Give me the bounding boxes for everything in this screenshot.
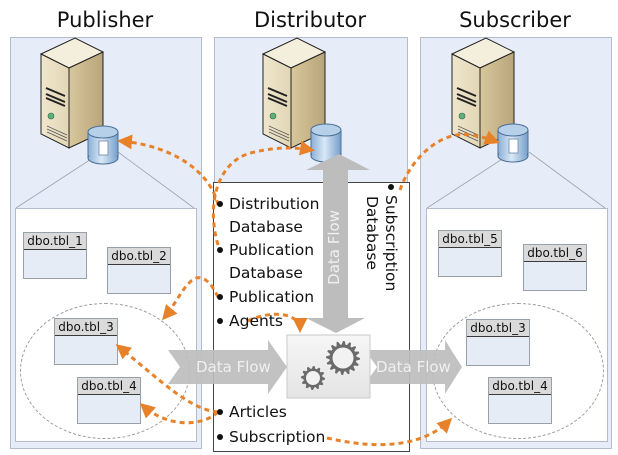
bullet-icon: [217, 246, 223, 253]
large-gear-hole: [332, 347, 354, 369]
arrow-publication-db-to-distributor-db: [211, 140, 315, 246]
table-name: dbo.tbl_4: [489, 378, 551, 395]
bullet-icon: [217, 433, 223, 440]
subscriber-title: Subscriber: [459, 8, 571, 32]
table-name: dbo.tbl_4: [78, 378, 140, 395]
table-name: dbo.tbl_3: [55, 319, 117, 336]
gears-icon: [301, 341, 360, 390]
item-publication-database-cont: Database: [229, 264, 303, 282]
item-publication: Publication: [217, 288, 314, 306]
agents-gear-box: [286, 334, 371, 399]
distributor-components-box: [213, 182, 410, 452]
table-name: dbo.tbl_5: [439, 231, 501, 248]
arrow-subscription-to-subscriber-group: [326, 417, 453, 447]
left-flow-label: Data Flow: [196, 358, 271, 376]
subscriber-table-4[interactable]: dbo.tbl_4: [488, 377, 552, 424]
bullet-icon: [217, 293, 223, 300]
item-publication-database: Publication: [217, 241, 314, 259]
item-articles: Articles: [217, 403, 287, 421]
small-gear-hole: [306, 371, 320, 385]
publisher-table-3[interactable]: dbo.tbl_3: [54, 318, 118, 365]
item-subscription-database: Subscription: [382, 184, 400, 291]
item-distribution-database-cont: Database: [229, 218, 303, 236]
publisher-table-4[interactable]: dbo.tbl_4: [77, 377, 141, 424]
right-data-flow-arrow: [365, 340, 462, 394]
arrow-agents-to-gears: [247, 312, 308, 333]
left-data-flow-arrow: [168, 340, 287, 394]
item-subscription: Subscription: [217, 428, 325, 446]
subscriber-cone-lines: [426, 151, 606, 209]
arrow-publication-to-article-group: [162, 276, 220, 321]
subscriber-table-3[interactable]: dbo.tbl_3: [466, 319, 530, 366]
publisher-cone-lines: [15, 151, 195, 209]
table-name: dbo.tbl_6: [524, 245, 586, 262]
table-name: dbo.tbl_2: [108, 248, 170, 265]
item-subscription-database-cont: Database: [363, 196, 381, 270]
publisher-table-1[interactable]: dbo.tbl_1: [23, 232, 87, 279]
item-distribution-database: Distribution: [217, 195, 319, 213]
arrow-articles-to-tbl3: [115, 344, 219, 414]
arrow-distribution-db-to-publisher-db: [117, 134, 220, 206]
bullet-icon: [217, 408, 223, 415]
right-flow-label: Data Flow: [376, 358, 451, 376]
bullet-icon: [217, 200, 223, 207]
distributor-title: Distributor: [253, 8, 366, 32]
vertical-flow-label: Data Flow: [325, 210, 343, 285]
relationship-arrows: [115, 130, 500, 447]
publisher-title: Publisher: [56, 8, 154, 32]
subscriber-database-icon: [497, 123, 529, 163]
subscriber-table-6[interactable]: dbo.tbl_6: [523, 244, 587, 291]
table-name: dbo.tbl_3: [467, 320, 529, 337]
bullet-icon: [388, 184, 394, 190]
subscriber-table-5[interactable]: dbo.tbl_5: [438, 230, 502, 277]
table-name: dbo.tbl_1: [24, 233, 86, 250]
publisher-database-icon: [87, 125, 119, 165]
publisher-table-2[interactable]: dbo.tbl_2: [107, 247, 171, 294]
bullet-icon: [217, 317, 223, 324]
item-agents: Agents: [217, 312, 283, 330]
vertical-data-flow-arrow: [306, 154, 370, 333]
arrow-subscription-db-to-subscriber-db: [398, 130, 500, 191]
arrow-articles-to-tbl4: [139, 403, 220, 425]
